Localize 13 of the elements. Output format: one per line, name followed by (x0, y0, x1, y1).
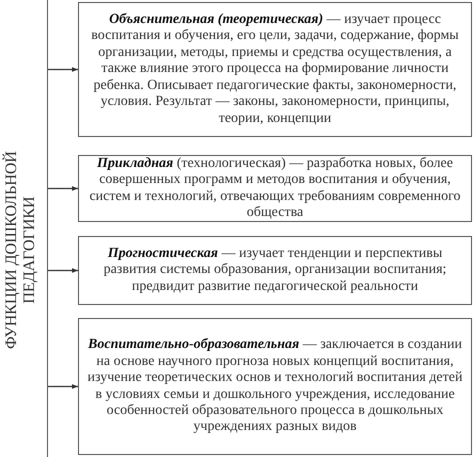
function-box (78, 236, 472, 305)
arrow (48, 384, 78, 389)
vertical-heading: ФУНКЦИИ ДОШКОЛЬНОЙ ПЕДАГОГИКИ (3, 150, 39, 350)
function-box (78, 318, 472, 455)
arrow (48, 186, 78, 191)
title-box (0, 0, 48, 457)
arrow (48, 268, 78, 273)
description-text: Воспитательно-образовательная — заключается в создании на основе научного прогноза новых концепций воспитания, изучение теоретических основ и технологий воспитания детей в условиях семьи и дошкольного учреждения, исследование особенностей образовательного процесса в дошкольных учреждениях разных видов (86, 337, 464, 436)
function-box (78, 2, 472, 137)
description-text: Прикладная (технологическая) — разработка новых, более совершенных программ и методов воспитания и обучения, систем и технологий, отвечающих требованиям современного общества (88, 156, 462, 222)
description-text: Прогностическая — изучает тенденции и перспективы развития системы образования, организации воспитания; предвидит развитие педагогической реальности (102, 246, 448, 296)
arrow (48, 67, 78, 72)
description-text: Объяснительная (теоретическая) — изучает процесс воспитания и обучения, его цели, задачи, содержание, формы организации, методы, приемы и средства осуществления, а также влияние этого процесса на формирование личности ребенка. Описывает педагогические факты, закономерности, условия. Результат — законы, закономерности, принципы, теории, концепции (90, 12, 460, 127)
